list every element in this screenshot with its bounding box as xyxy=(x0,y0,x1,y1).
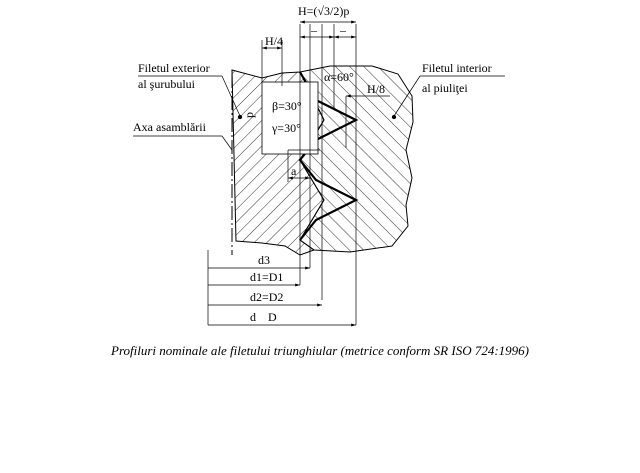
leader-axis xyxy=(133,135,233,151)
label-d1-D1: d1=D1 xyxy=(250,270,283,284)
dim-H xyxy=(300,20,356,39)
label-d2-D2: d2=D2 xyxy=(250,290,283,304)
label-H-formula: H=(√3/2)p xyxy=(298,4,349,18)
pitch-box xyxy=(261,81,319,155)
label-p: p xyxy=(242,112,256,118)
label-H8: H/8 xyxy=(367,82,385,96)
label-a: a xyxy=(291,164,297,178)
label-dash-right: – xyxy=(339,23,347,37)
label-ext-thread-2: al şurubului xyxy=(138,77,196,91)
nut-section xyxy=(299,65,414,253)
label-axis: Axa asamblării xyxy=(133,120,207,134)
label-int-thread-2: al piuliţei xyxy=(422,81,468,95)
label-d3: d3 xyxy=(258,253,270,267)
label-alpha: α=60° xyxy=(324,70,354,84)
leader-external-thread xyxy=(138,75,243,120)
figure-caption: Profiluri nominale ale filetului triungh… xyxy=(111,343,529,358)
label-H4: H/4 xyxy=(265,34,283,48)
label-dash-left: – xyxy=(310,23,318,37)
label-beta: β=30° xyxy=(272,99,302,113)
diameter-dimensions xyxy=(208,266,356,327)
label-d-D: d D xyxy=(250,310,277,324)
label-ext-thread-1: Filetul exterior xyxy=(138,61,210,75)
leader-internal-thread xyxy=(391,75,505,120)
label-gamma: γ=30° xyxy=(271,121,301,135)
label-int-thread-1: Filetul interior xyxy=(422,61,492,75)
